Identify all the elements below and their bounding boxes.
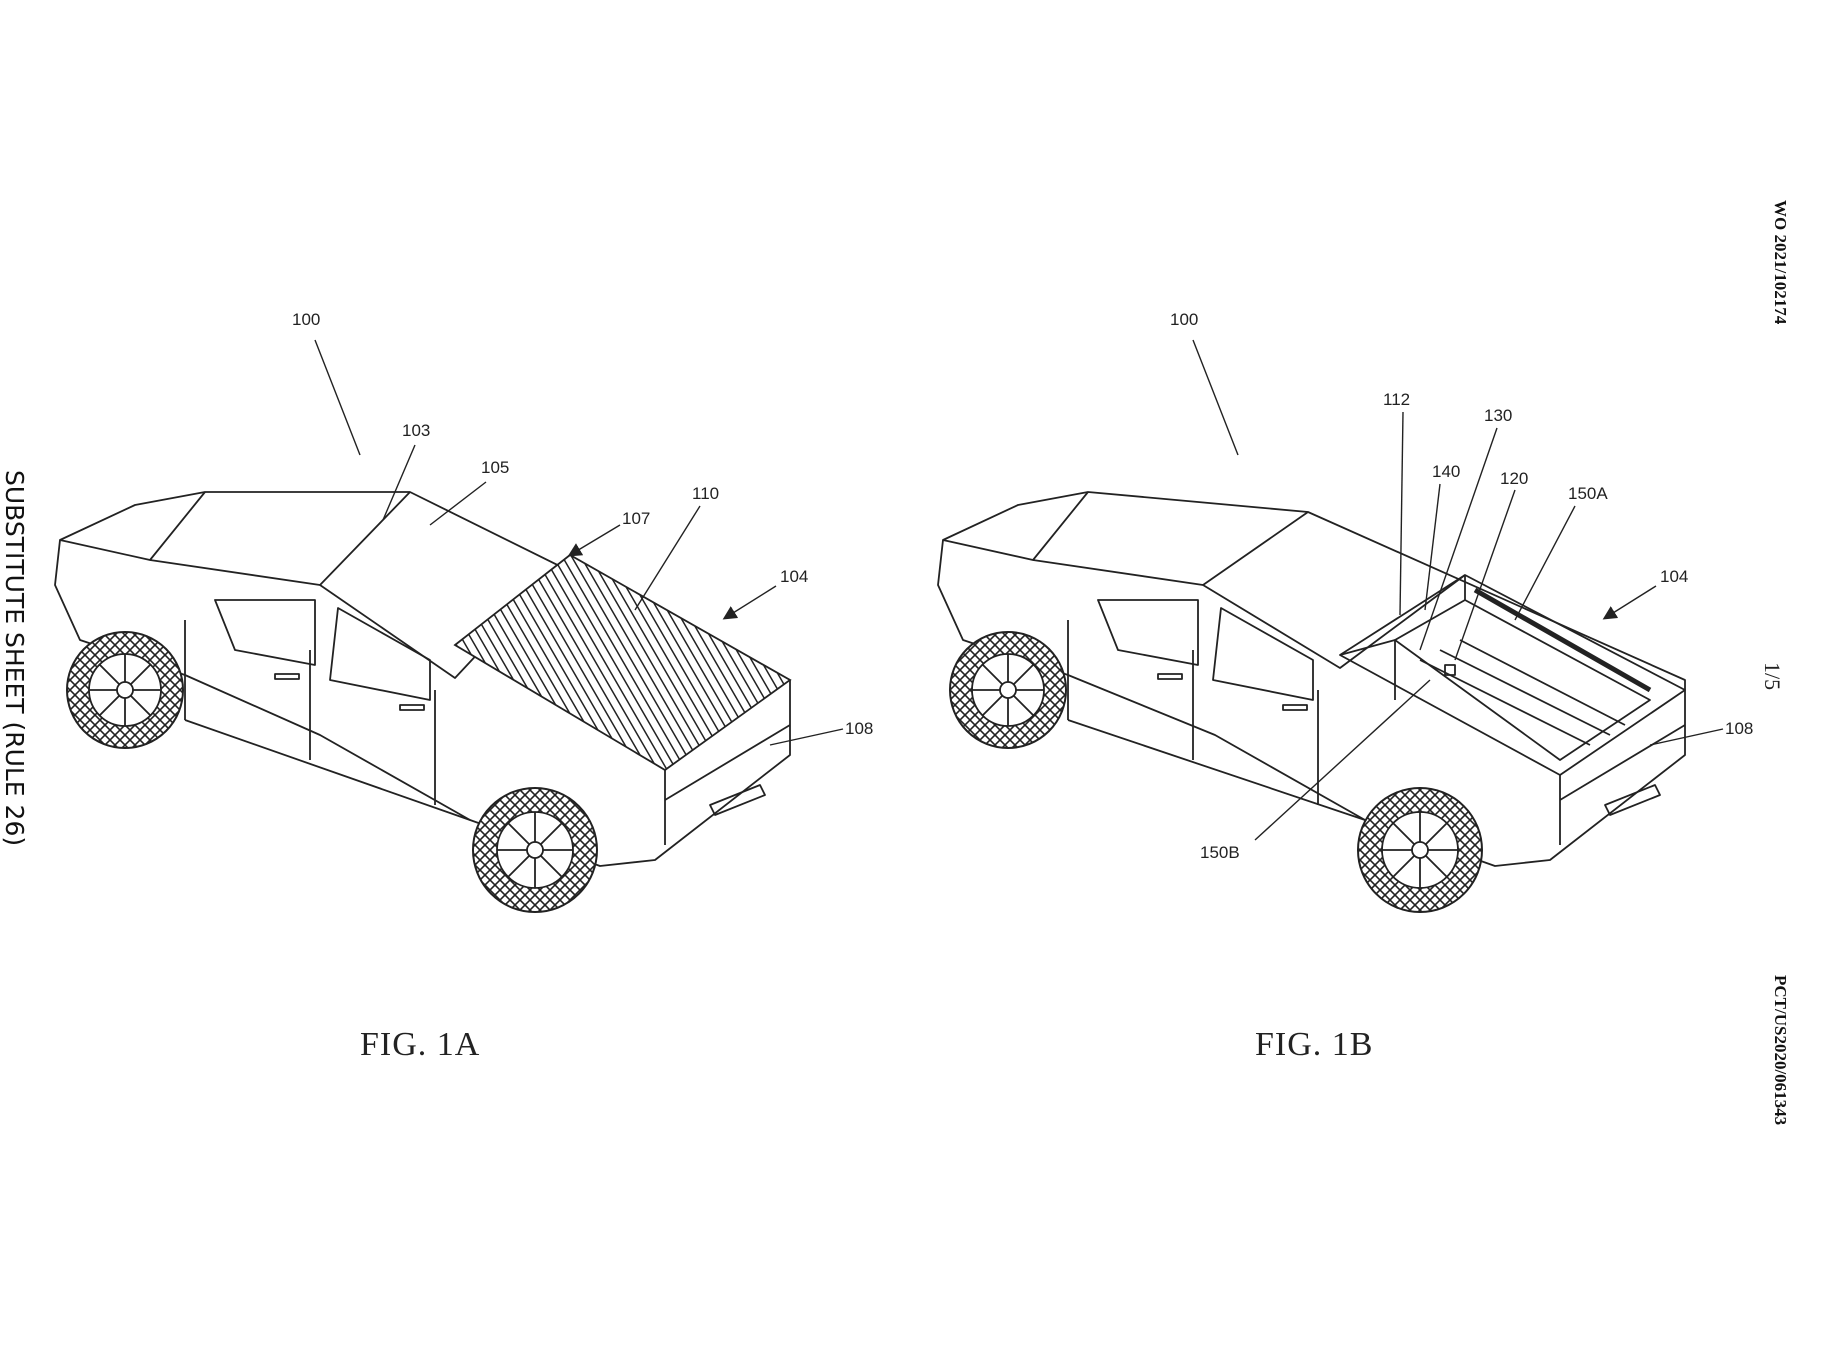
leader-104-1b	[1602, 585, 1657, 620]
ref-150b-1b: 150B	[1200, 843, 1240, 862]
figure-1b: 100 112 130 140 120 150A 104 108 150B FI…	[937, 310, 1753, 1063]
leader-150b-1b	[1254, 679, 1431, 841]
ref-112-1b: 112	[1383, 390, 1410, 409]
ref-108-1a: 108	[845, 719, 873, 738]
leader-150a-1b	[1514, 505, 1576, 621]
leader-108-1b	[1649, 728, 1724, 746]
leader-104-1a	[722, 585, 777, 620]
ref-104-1b: 104	[1660, 567, 1688, 586]
leader-108-1a	[769, 728, 844, 746]
leader-100-1a	[314, 339, 361, 456]
ref-105-1a: 105	[481, 458, 509, 477]
ref-103-1a: 103	[402, 421, 430, 440]
figure-caption-1b: FIG. 1B	[1255, 1026, 1373, 1063]
page-number: 1/5	[1760, 662, 1785, 690]
ref-120-1b: 120	[1500, 469, 1528, 488]
ref-100-1a: 100	[292, 310, 320, 329]
leader-110-1a	[634, 505, 701, 611]
leader-140-1b	[1424, 483, 1441, 611]
ref-140-1b: 140	[1432, 462, 1460, 481]
ref-150a-1b: 150A	[1568, 484, 1608, 503]
ref-130-1b: 130	[1484, 406, 1512, 425]
application-number: PCT/US2020/061343	[1771, 975, 1790, 1125]
ref-107-1a: 107	[622, 509, 650, 528]
ref-108-1b: 108	[1725, 719, 1753, 738]
truck-1b-body	[937, 491, 1686, 913]
ref-100-1b: 100	[1170, 310, 1198, 329]
leader-107-1a	[567, 524, 621, 557]
leader-112-1b	[1399, 411, 1404, 616]
substitute-sheet-label: SUBSTITUTE SHEET (RULE 26)	[0, 470, 29, 846]
publication-number: WO 2021/102174	[1771, 200, 1790, 325]
leader-100-1b	[1192, 339, 1239, 456]
figure-1a: 100 103 105 107 110 104 108 FIG. 1A	[54, 310, 873, 1063]
leader-120-1b	[1454, 489, 1516, 661]
leader-130-1b	[1419, 427, 1498, 651]
leader-103-1a	[382, 444, 416, 521]
truck-1a-body	[54, 491, 792, 913]
leader-105-1a	[429, 481, 487, 526]
ref-104-1a: 104	[780, 567, 808, 586]
figure-caption-1a: FIG. 1A	[360, 1026, 480, 1063]
ref-110-1a: 110	[692, 484, 719, 503]
